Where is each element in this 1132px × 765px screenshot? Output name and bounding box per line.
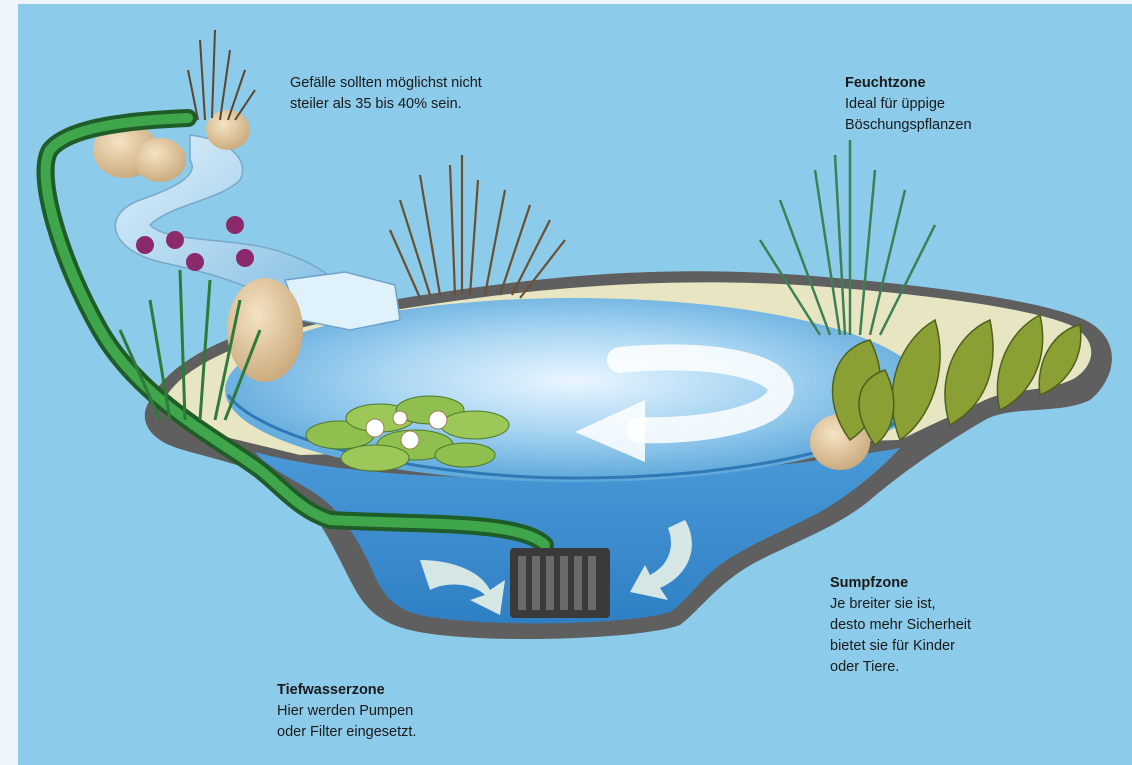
reeds-center	[390, 155, 565, 298]
rock	[227, 278, 303, 382]
pump	[510, 548, 610, 618]
wet-zone-title: Feuchtzone	[845, 73, 972, 94]
wet-zone-label: Feuchtzone Ideal für üppige Böschungspfl…	[845, 73, 972, 136]
deep-zone-label: Tiefwasserzone Hier werden Pumpen oder F…	[277, 680, 416, 743]
swamp-zone-label: Sumpfzone Je breiter sie ist, desto mehr…	[830, 573, 971, 678]
gradient-label: Gefälle sollten möglichst nicht steiler …	[290, 73, 482, 115]
swamp-zone-text: Je breiter sie ist, desto mehr Sicherhei…	[830, 594, 971, 678]
rock	[134, 138, 186, 182]
wet-zone-text: Ideal für üppige Böschungspflanzen	[845, 94, 972, 136]
gradient-label-text: Gefälle sollten möglichst nicht steiler …	[290, 73, 482, 115]
deep-zone-text: Hier werden Pumpen oder Filter eingesetz…	[277, 701, 416, 743]
swamp-zone-title: Sumpfzone	[830, 573, 971, 594]
deep-zone-title: Tiefwasserzone	[277, 680, 416, 701]
reeds-top-left	[188, 30, 255, 120]
